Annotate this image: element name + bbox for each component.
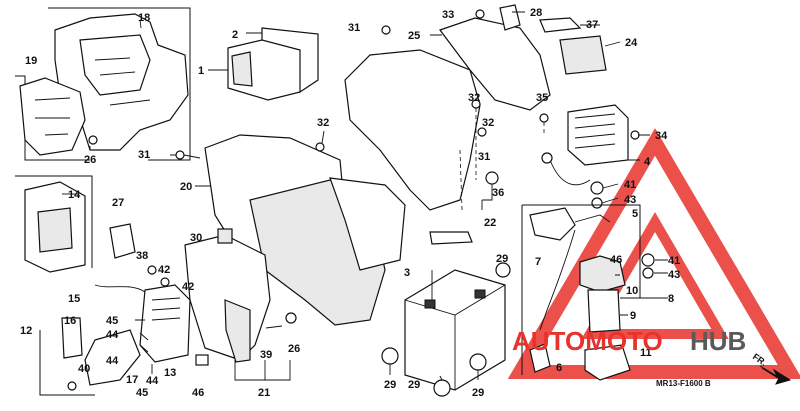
callout-2: 2 [232, 29, 238, 41]
battery-tray-group [170, 134, 406, 381]
callout-46b: 46 [192, 387, 204, 399]
callout-41a: 41 [624, 179, 636, 191]
callout-38: 38 [136, 250, 148, 262]
diagram-code: MR13-F1600 B [656, 379, 711, 388]
callout-4: 4 [644, 156, 651, 168]
arrow-right-icon [761, 367, 792, 385]
callout-6: 6 [556, 362, 562, 374]
callout-27: 27 [112, 197, 124, 209]
callout-41b: 41 [668, 255, 680, 267]
callout-45a: 45 [106, 315, 118, 327]
callout-32c: 32 [482, 117, 494, 129]
callout-22: 22 [484, 217, 496, 229]
callout-20: 20 [180, 181, 192, 193]
callout-31c: 31 [478, 151, 490, 163]
callout-16: 16 [64, 315, 76, 327]
callout-45b: 45 [136, 387, 148, 399]
upper-tray-group [344, 4, 621, 245]
callout-43b: 43 [668, 269, 680, 281]
callout-29c: 29 [408, 379, 420, 391]
callout-43a: 43 [624, 194, 636, 206]
callout-42b: 42 [182, 281, 194, 293]
callout-35: 35 [536, 92, 548, 104]
callout-15: 15 [68, 293, 80, 305]
callout-37: 37 [586, 19, 598, 31]
starter-relay-group [521, 204, 668, 381]
callout-28: 28 [530, 7, 542, 19]
callout-39: 39 [260, 349, 272, 361]
part-box-1-2 [208, 27, 319, 101]
callout-17: 17 [126, 374, 138, 386]
callout-3: 3 [404, 267, 410, 279]
callout-8: 8 [668, 293, 674, 305]
callout-21: 21 [258, 387, 270, 399]
callout-34: 34 [655, 130, 668, 142]
small-parts [265, 130, 325, 329]
callout-9: 9 [630, 310, 636, 322]
callout-31a: 31 [138, 149, 150, 161]
callout-42: 42 [158, 264, 170, 276]
callout-32b: 32 [468, 92, 480, 104]
callout-26b: 26 [288, 343, 300, 355]
callout-44a: 44 [106, 329, 119, 341]
callout-5: 5 [632, 208, 638, 220]
fuse-box-group [15, 175, 209, 396]
callout-33: 33 [442, 9, 454, 21]
callout-29b: 29 [384, 379, 396, 391]
callout-44b: 44 [106, 355, 119, 367]
callout-13: 13 [164, 367, 176, 379]
callout-labels: 18 19 26 2 1 31 31 25 33 28 37 24 32 32 … [20, 7, 711, 399]
callout-44c: 44 [146, 375, 159, 387]
regulator-group [541, 104, 650, 209]
watermark-text: AUTOMOTO HUB [512, 326, 746, 356]
callout-36: 36 [492, 187, 504, 199]
battery [381, 262, 511, 397]
callout-24: 24 [625, 37, 638, 49]
callout-12: 12 [20, 325, 32, 337]
callout-26a: 26 [84, 154, 96, 166]
callout-19: 19 [25, 55, 37, 67]
callout-40: 40 [78, 363, 90, 375]
callout-31b: 31 [348, 22, 360, 34]
callout-18: 18 [138, 12, 150, 24]
callout-30: 30 [190, 232, 202, 244]
callout-1: 1 [198, 65, 204, 77]
callout-7: 7 [535, 256, 541, 268]
watermark-word-grey: HUB [690, 326, 746, 356]
callout-29d: 29 [472, 387, 484, 399]
lower-cover-group [15, 7, 191, 161]
callout-11: 11 [640, 347, 652, 359]
watermark-word-red: AUTOMOTO [512, 326, 663, 356]
callout-25: 25 [408, 30, 420, 42]
callout-32a: 32 [317, 117, 329, 129]
callout-10: 10 [626, 285, 638, 297]
callout-29a: 29 [496, 253, 508, 265]
callout-14: 14 [68, 189, 81, 201]
callout-46a: 46 [610, 254, 622, 266]
